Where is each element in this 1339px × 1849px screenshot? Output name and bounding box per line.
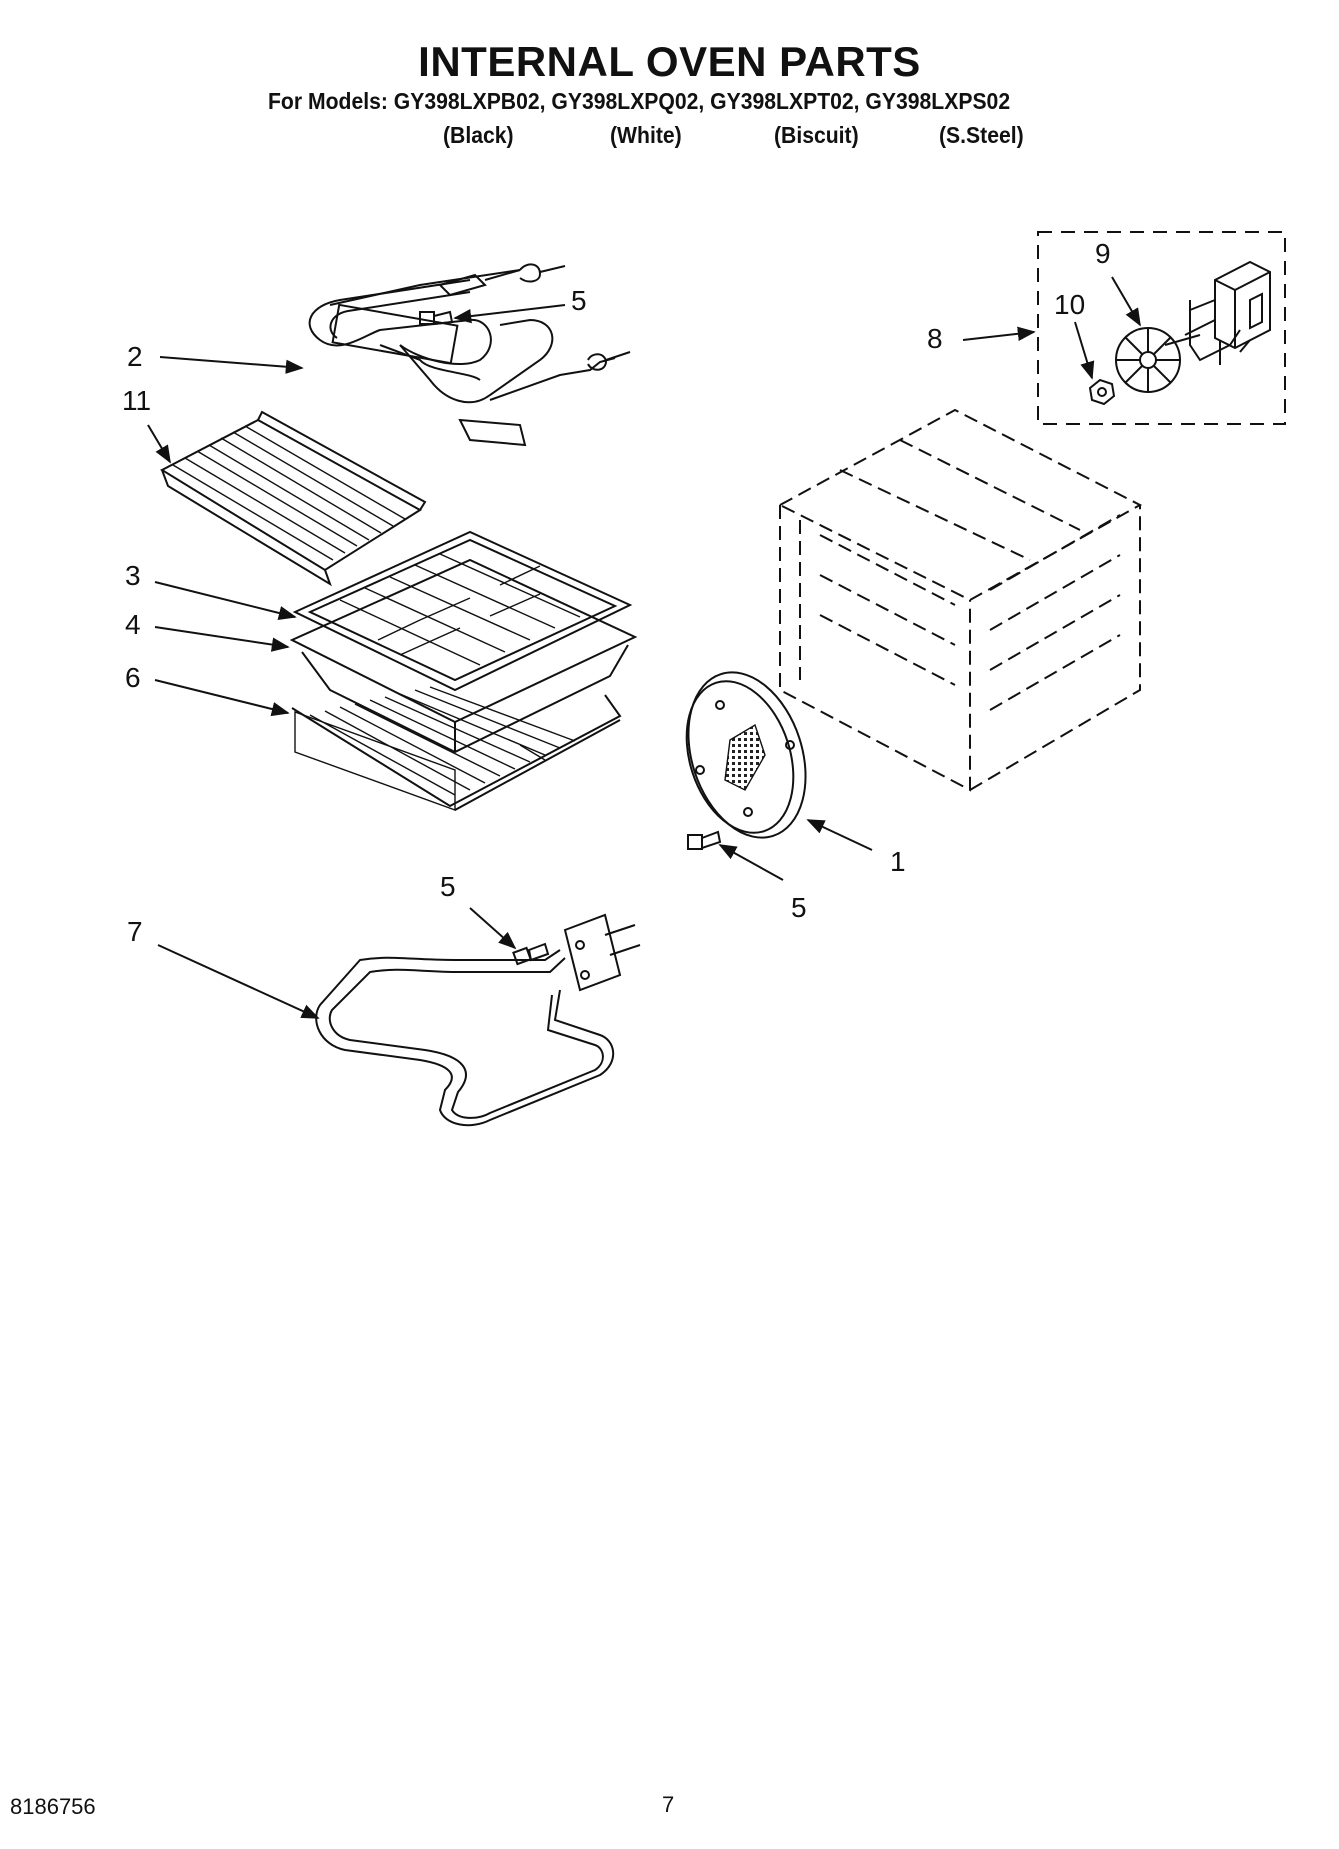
page-number: 7 — [662, 1792, 675, 1817]
callout-5-cover: 5 — [791, 892, 807, 923]
broiler-grid — [292, 530, 633, 692]
rack-shelf — [159, 410, 427, 587]
leader-8 — [962, 326, 1036, 341]
callout-5-top: 5 — [571, 285, 587, 316]
pan-liner — [291, 686, 622, 811]
color-black: (Black) — [443, 122, 514, 148]
callout-4: 4 — [125, 609, 141, 640]
fan-motor-assembly — [1037, 231, 1286, 425]
callout-8: 8 — [927, 323, 943, 354]
leader-2 — [159, 356, 304, 374]
callout-9: 9 — [1095, 238, 1111, 269]
color-biscuit: (Biscuit) — [774, 122, 859, 148]
models-line: For Models: GY398LXPB02, GY398LXPQ02, GY… — [268, 88, 1011, 114]
screw-fan-cover — [687, 830, 722, 850]
color-s-steel: (S.Steel) — [939, 122, 1024, 148]
callout-5-lower: 5 — [440, 871, 456, 902]
callout-6: 6 — [125, 662, 141, 693]
leader-3 — [154, 581, 297, 621]
document-number: 8186756 — [10, 1794, 96, 1819]
leader-arrows — [147, 276, 1141, 1019]
screw-top — [419, 310, 454, 326]
leader-4 — [154, 626, 290, 652]
leader-5-lower — [469, 907, 517, 950]
leader-5-cover — [718, 844, 784, 881]
callout-1: 1 — [890, 846, 906, 877]
leader-9 — [1111, 276, 1141, 327]
leader-11 — [147, 424, 171, 464]
leader-7 — [157, 944, 320, 1019]
callout-2: 2 — [127, 341, 143, 372]
leader-10 — [1074, 321, 1095, 380]
leader-5-top — [453, 304, 566, 324]
screw-lower-element — [512, 942, 550, 966]
leader-6 — [154, 679, 290, 717]
callout-7: 7 — [127, 916, 143, 947]
lower-element — [315, 913, 641, 1127]
callout-10: 10 — [1054, 289, 1086, 320]
upper-element — [308, 263, 631, 447]
callout-3: 3 — [125, 560, 141, 591]
page-title: INTERNAL OVEN PARTS — [418, 38, 921, 85]
color-white: (White) — [610, 122, 682, 148]
oven-cavity — [777, 408, 1143, 792]
fan-cover — [685, 671, 807, 839]
callout-11: 11 — [122, 385, 152, 416]
leader-1 — [806, 819, 873, 851]
